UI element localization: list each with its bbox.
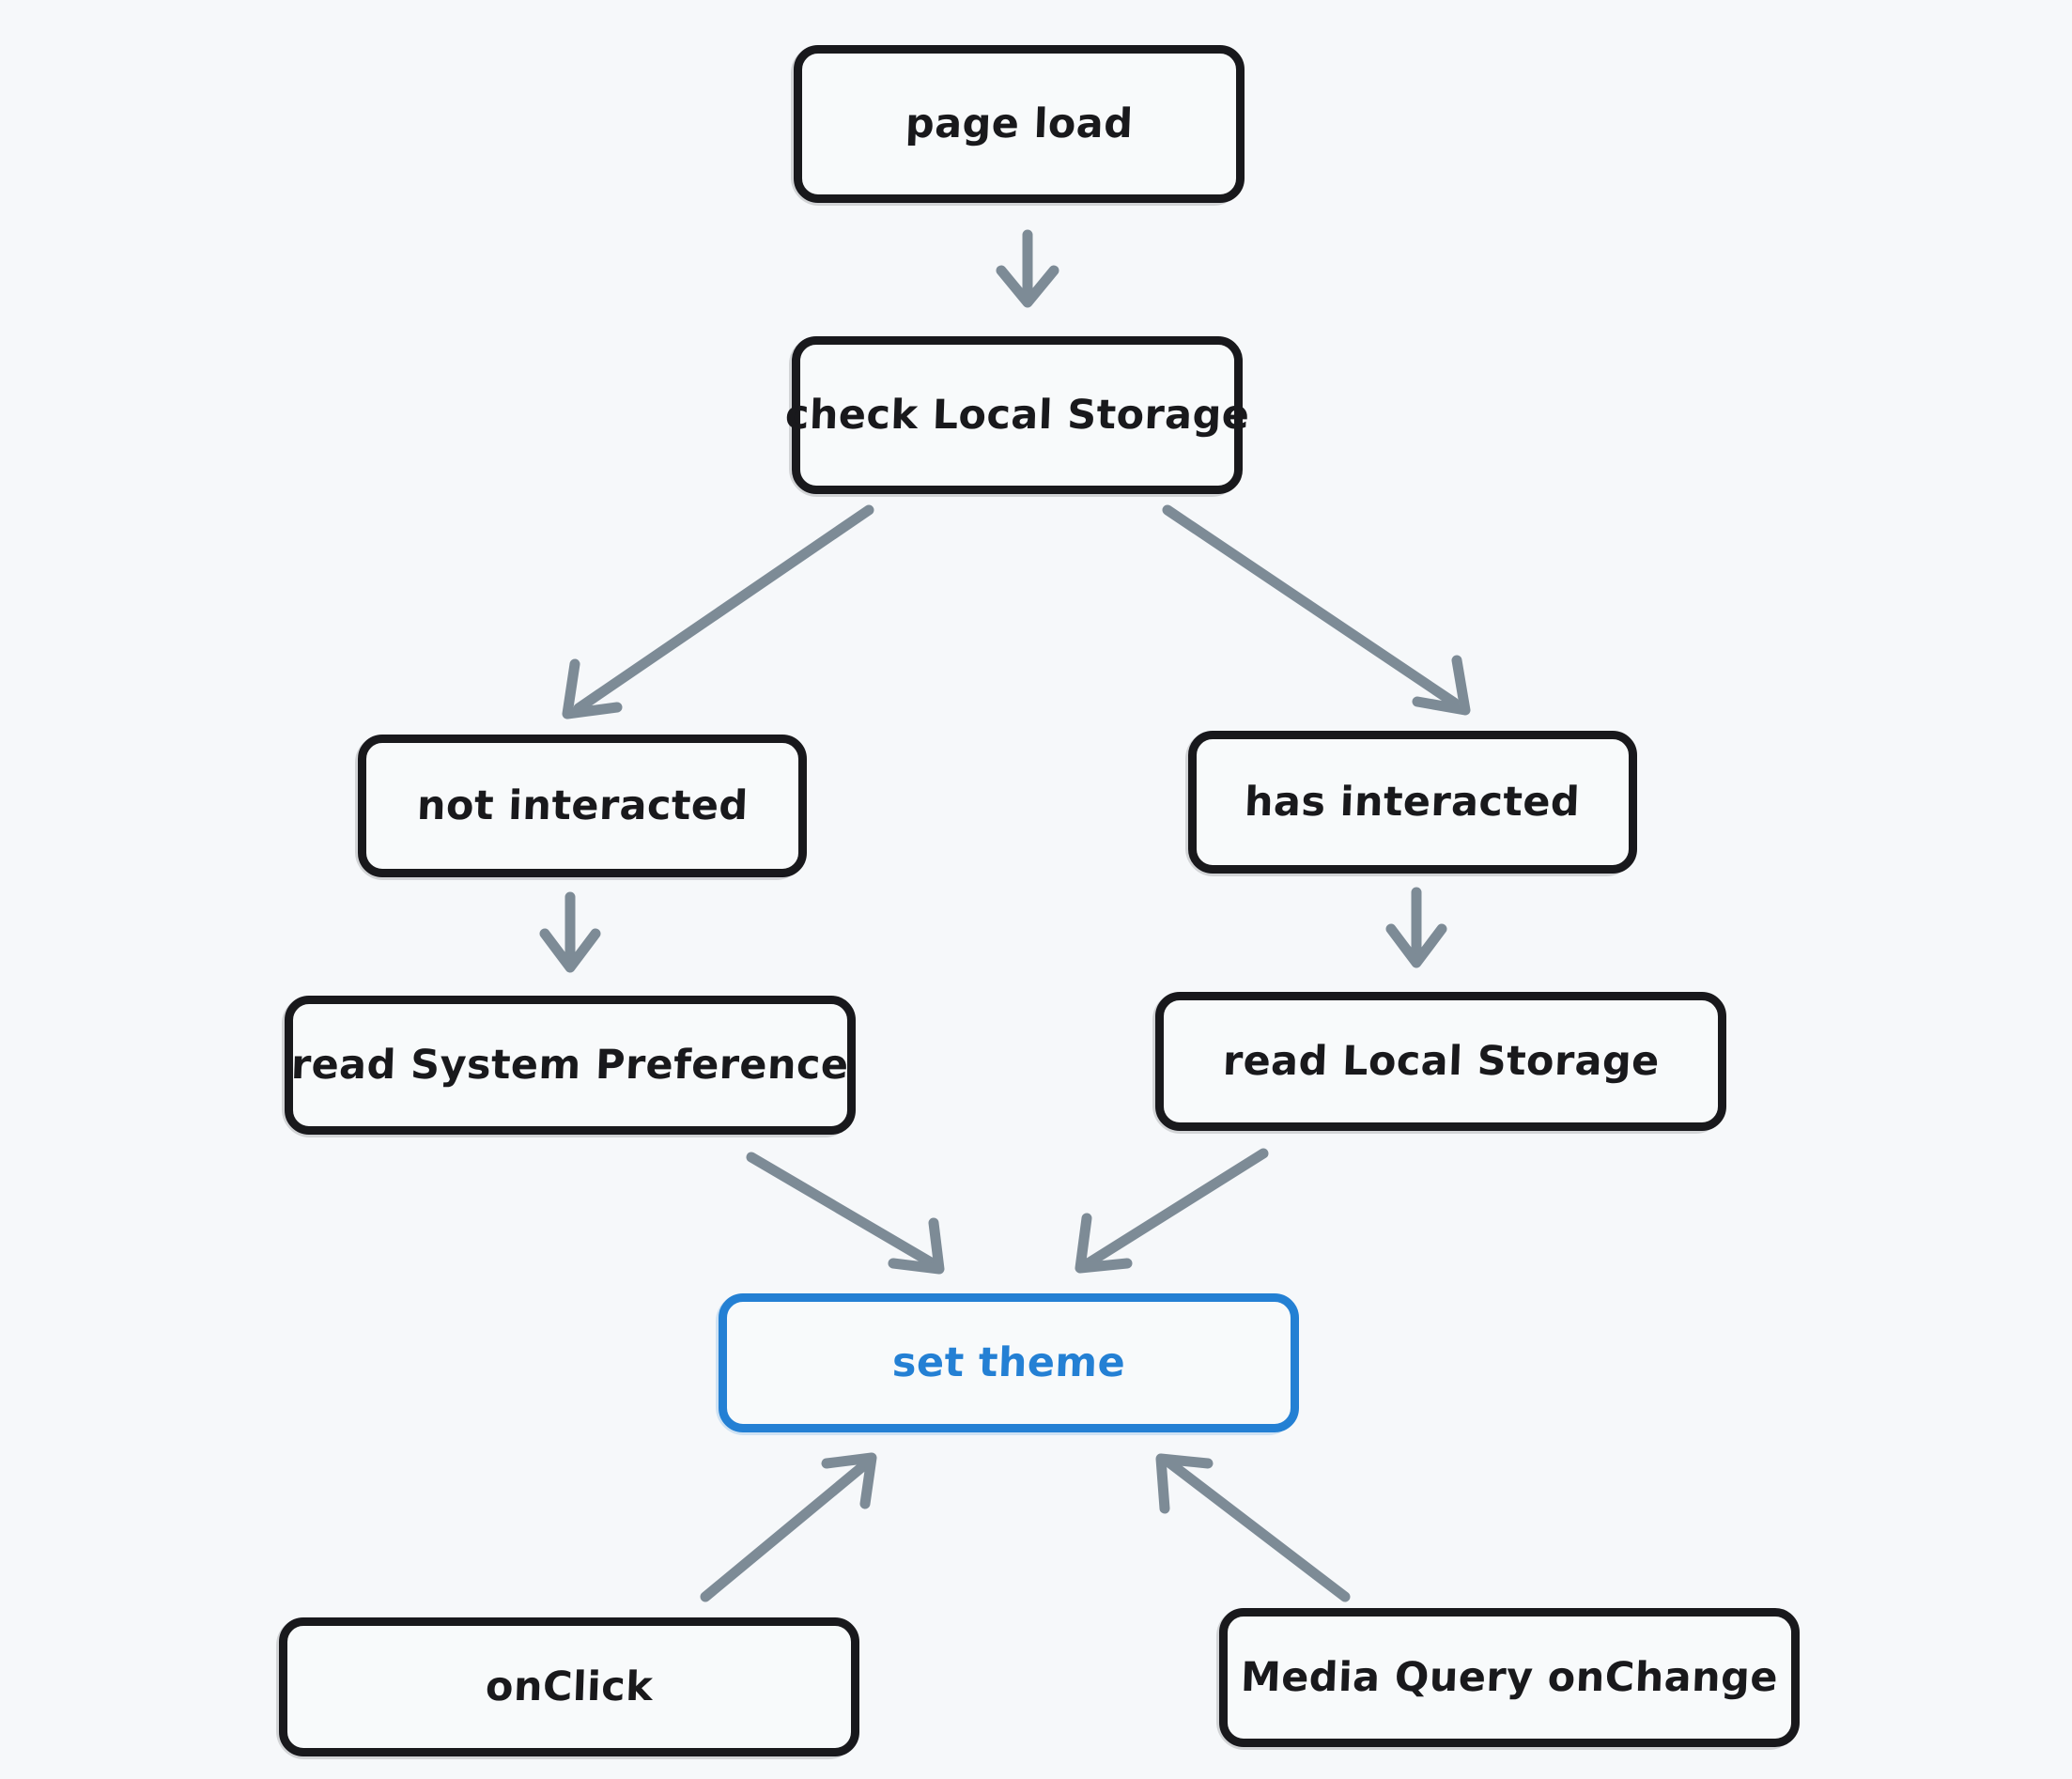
node-read-system-pref[interactable]: read System Preference xyxy=(282,996,856,1137)
node-label-page-load: page load xyxy=(904,101,1135,147)
edge-check-to-not-interacted xyxy=(562,504,874,719)
edge-read-system-preference-to-set-theme xyxy=(746,1152,945,1275)
node-label-set-theme: set theme xyxy=(891,1339,1126,1386)
node-label-on-click: onClick xyxy=(485,1663,654,1710)
edge-check-to-has-interacted xyxy=(1162,504,1471,716)
edge-has-interacted-to-read-local-storage xyxy=(1385,887,1447,968)
node-label-read-local-storage: read Local Storage xyxy=(1221,1038,1661,1085)
node-on-click[interactable]: onClick xyxy=(276,1617,859,1759)
node-label-read-system-pref: read System Preference xyxy=(290,1042,850,1089)
node-label-has-interacted: has interacted xyxy=(1244,779,1582,826)
node-not-interacted[interactable]: not interacted xyxy=(355,735,807,880)
node-label-not-interacted: not interacted xyxy=(415,782,750,829)
edge-media-query-onchange-to-set-theme xyxy=(1155,1453,1351,1602)
node-has-interacted[interactable]: has interacted xyxy=(1185,731,1637,876)
node-read-local-storage[interactable]: read Local Storage xyxy=(1152,992,1726,1134)
node-set-theme[interactable]: set theme xyxy=(716,1293,1299,1435)
edge-page-load-to-check-local-storage xyxy=(996,229,1059,308)
node-page-load[interactable]: page load xyxy=(791,45,1245,206)
edge-not-interacted-to-read-system-preference xyxy=(539,891,601,973)
edge-onclick-to-set-theme xyxy=(700,1452,877,1602)
edge-read-local-storage-to-set-theme xyxy=(1075,1148,1269,1274)
node-label-media-query: Media Query onChange xyxy=(1240,1654,1779,1701)
node-check-local-storage[interactable]: check Local Storage xyxy=(784,336,1250,497)
node-label-check-local-storage: check Local Storage xyxy=(783,392,1251,439)
node-media-query[interactable]: Media Query onChange xyxy=(1216,1608,1800,1750)
